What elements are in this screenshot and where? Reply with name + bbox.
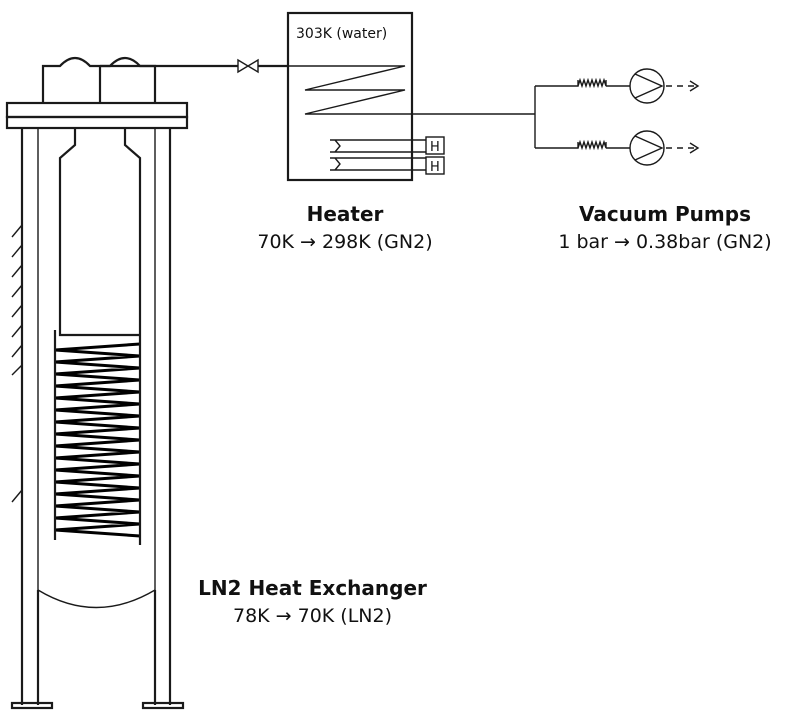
valve-icon bbox=[237, 58, 259, 74]
heat-exchanger-caption: LN2 Heat Exchanger 78K → 70K (LN2) bbox=[185, 574, 440, 630]
vacuum-pumps-subtitle: 1 bar → 0.38bar (GN2) bbox=[558, 231, 772, 253]
heater-title: Heater bbox=[306, 202, 384, 226]
vessel-flange-lower bbox=[5, 115, 189, 130]
flex-hose-icon bbox=[575, 139, 630, 151]
inner-return-pipe bbox=[58, 128, 142, 337]
heat-exchanger-title: LN2 Heat Exchanger bbox=[198, 576, 427, 600]
flex-hose-icon bbox=[575, 77, 630, 89]
heater-tank: 303K (water) H H bbox=[286, 11, 445, 182]
electric-heater-element-2 bbox=[330, 157, 426, 171]
vacuum-pumps-title: Vacuum Pumps bbox=[579, 202, 751, 226]
ln2-heat-exchanger bbox=[5, 56, 189, 710]
vessel-legs bbox=[20, 580, 172, 705]
gn2-supply-line bbox=[100, 58, 288, 74]
heater-box bbox=[286, 11, 414, 182]
vessel-bottom-head bbox=[37, 589, 156, 609]
heater-element-label-1: H bbox=[430, 140, 440, 155]
heat-exchanger-coil bbox=[54, 342, 141, 538]
vacuum-pump-1-icon bbox=[629, 68, 700, 104]
heater-water-label: 303K (water) bbox=[296, 26, 387, 42]
heater-coil bbox=[288, 65, 406, 115]
heater-subtitle: 70K → 298K (GN2) bbox=[257, 231, 433, 253]
heat-exchanger-subtitle: 78K → 70K (LN2) bbox=[232, 605, 393, 627]
vessel-flange-upper bbox=[5, 101, 189, 119]
heater-caption: Heater 70K → 298K (GN2) bbox=[220, 200, 470, 256]
heater-element-label-2: H bbox=[430, 160, 440, 175]
electric-heater-element-1 bbox=[330, 139, 426, 153]
level-gauge bbox=[11, 215, 23, 503]
vacuum-pumps-caption: Vacuum Pumps 1 bar → 0.38bar (GN2) bbox=[530, 200, 800, 256]
vacuum-line bbox=[405, 68, 700, 166]
vacuum-pump-2-icon bbox=[629, 130, 700, 166]
